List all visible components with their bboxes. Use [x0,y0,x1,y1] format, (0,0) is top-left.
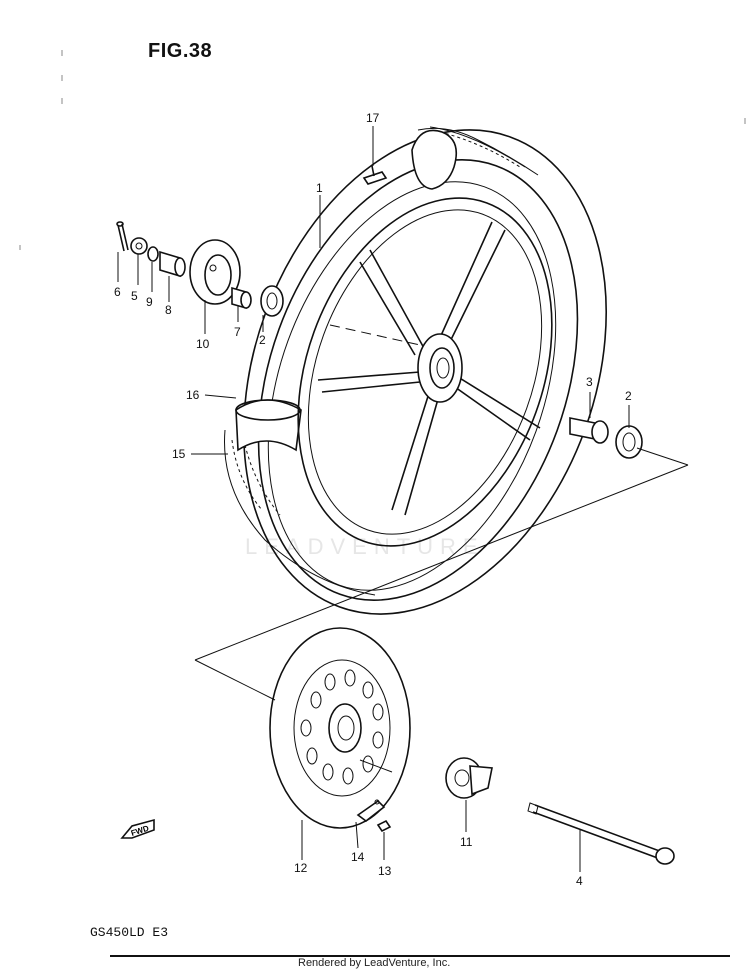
bearing-right [615,425,643,459]
front-axle [527,802,675,865]
callout-labels: 1 17 6 5 9 8 10 7 2 3 2 16 15 12 14 13 1… [114,111,632,888]
inner-tube-cutaway [235,399,302,452]
callout-2-left: 2 [259,333,266,347]
callout-7: 7 [234,325,241,339]
drive-dog [445,757,493,799]
callout-11: 11 [460,835,473,849]
wheel-rim [297,197,553,547]
callout-5: 5 [131,289,138,303]
callout-10: 10 [196,337,210,351]
callout-9: 9 [146,295,153,309]
washer [147,246,159,262]
tube-top-cutaway [411,129,458,190]
callout-15: 15 [172,447,186,461]
callout-14: 14 [351,850,365,864]
brake-disc [269,627,411,829]
callout-2-right: 2 [625,389,632,403]
disc-bolt [376,819,392,833]
callout-12: 12 [294,861,308,875]
leader-lines [117,126,630,872]
margin-marks [19,50,746,250]
right-spacer [569,417,609,444]
model-code: GS450LD E3 [90,925,169,940]
axle-nut [130,237,148,255]
callout-13: 13 [378,864,392,878]
callout-6: 6 [114,285,121,299]
callout-1: 1 [316,181,323,195]
exploded-boundary-lines [194,447,689,701]
callout-8: 8 [165,303,172,317]
callout-3: 3 [586,375,593,389]
gear-spacer [231,286,252,310]
footer-rule [110,955,730,957]
figure-title: FIG.38 [148,40,213,62]
lock-washer [356,799,386,823]
callout-4: 4 [576,874,583,888]
callout-17: 17 [366,111,380,125]
spacer [159,250,186,278]
bearing-left [260,285,284,317]
callout-16: 16 [186,388,200,402]
speedometer-gearbox [189,239,241,305]
cotter-pin [116,221,129,252]
render-credit: Rendered by LeadVenture, Inc. [298,957,451,969]
forward-arrow-icon: FWD [120,818,155,839]
valve [362,165,388,185]
